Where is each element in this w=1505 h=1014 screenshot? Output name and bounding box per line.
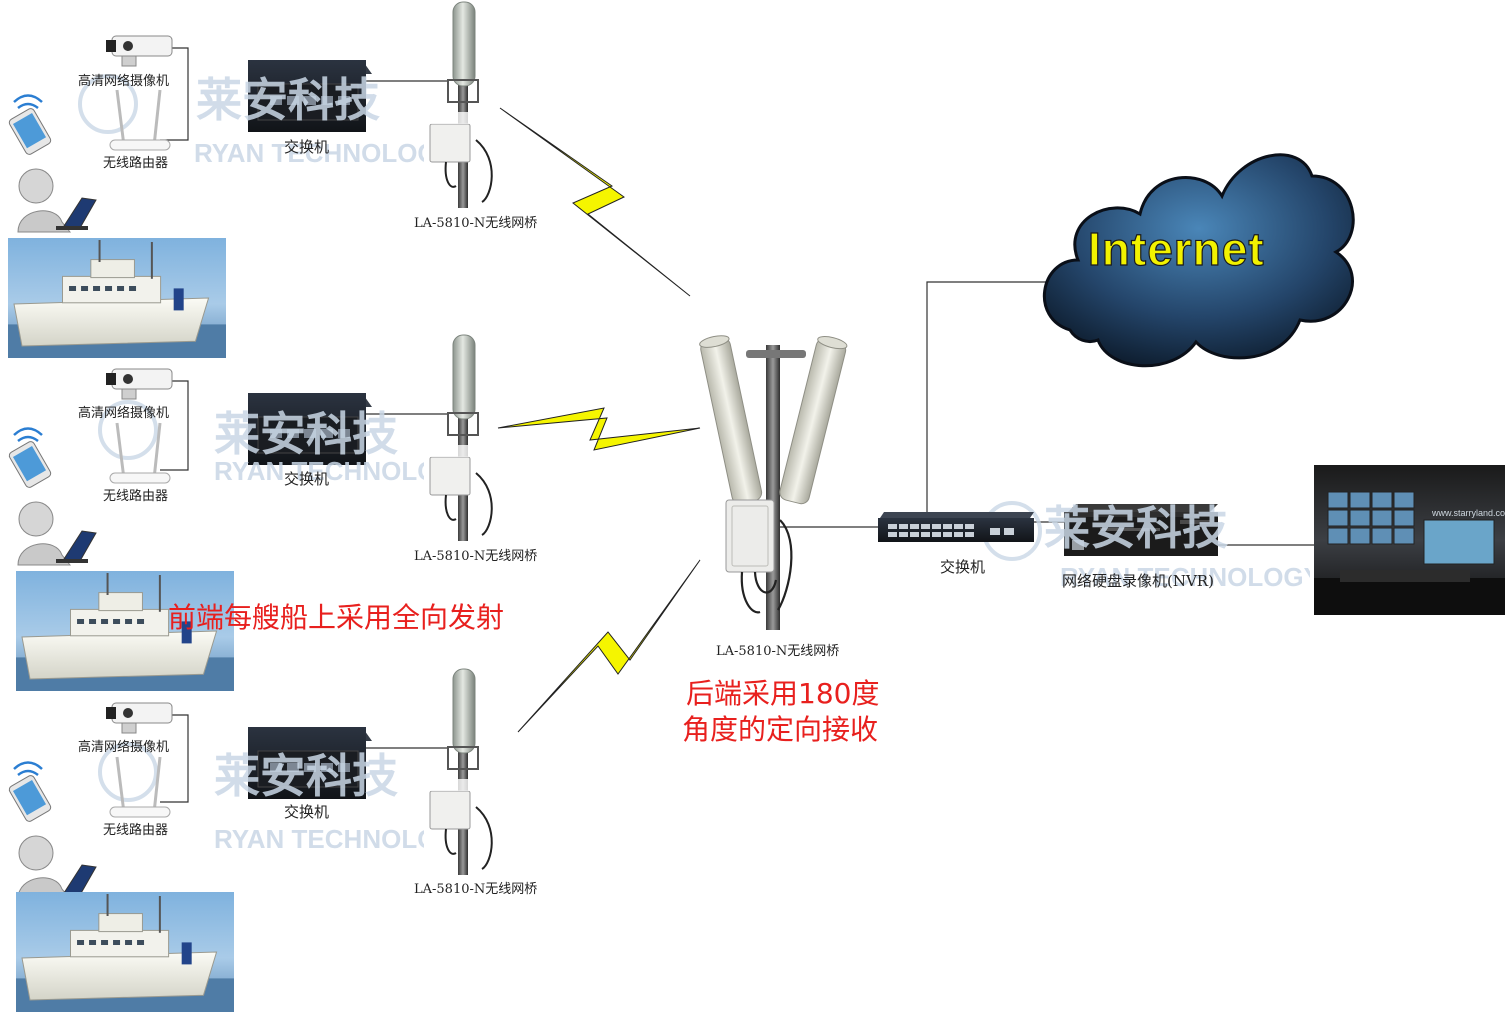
laptop-user-icon bbox=[17, 835, 97, 900]
front-end-note: 前端每艘船上采用全向发射 bbox=[168, 601, 505, 634]
router-icon bbox=[109, 89, 171, 151]
wifi-signal-icon bbox=[17, 435, 39, 443]
camera-icon bbox=[106, 368, 173, 400]
lightning-bolt-1 bbox=[499, 107, 691, 297]
switch-to-internet-line bbox=[926, 281, 1050, 512]
backend-switch-label: 交换机 bbox=[940, 558, 986, 576]
watermark-text: 莱安科技 bbox=[1044, 502, 1228, 554]
smartphone-icon bbox=[8, 108, 52, 155]
switch-label-1: 交换机 bbox=[284, 138, 330, 156]
front-end-node-1 bbox=[8, 1, 493, 233]
nvr-icon bbox=[1064, 504, 1218, 556]
internet-cloud-icon bbox=[1042, 153, 1355, 368]
lightning-bolt-2 bbox=[497, 407, 701, 451]
wireless-links bbox=[497, 107, 701, 733]
switch-label-3: 交换机 bbox=[284, 803, 330, 821]
watermark-text: 莱安科技 bbox=[214, 408, 398, 460]
smartphone-icon bbox=[8, 775, 52, 822]
front-end-node-2 bbox=[8, 334, 493, 566]
nvr-label: 网络硬盘录像机(NVR) bbox=[1062, 572, 1214, 590]
front-end-node-3 bbox=[8, 668, 493, 900]
switch-icon bbox=[248, 60, 372, 132]
backend-bridge-icon bbox=[699, 335, 848, 630]
connection-lines bbox=[160, 47, 1315, 803]
watermark-text: RYAN TECHNOLOGY bbox=[214, 824, 424, 854]
laptop-user-icon bbox=[17, 168, 97, 233]
bridge-label-3: LA-5810-N无线网桥 bbox=[414, 882, 538, 897]
monitor-url-text: www.starryland.com.cn bbox=[1432, 508, 1505, 518]
router-icon bbox=[109, 756, 171, 818]
laptop-user-icon bbox=[17, 501, 97, 566]
watermark-text: 莱安科技 bbox=[196, 74, 380, 126]
watermark-text: 莱安科技 bbox=[214, 750, 398, 802]
wifi-signal-icon bbox=[17, 102, 39, 110]
back-end-note-line-1: 后端采用180度 bbox=[686, 677, 880, 710]
camera-to-switch-line-1 bbox=[160, 47, 189, 141]
ship-photo-3 bbox=[16, 892, 234, 1012]
watermark-text: RYAN TECHNOLOGY bbox=[1060, 562, 1310, 592]
switch-label-2: 交换机 bbox=[284, 470, 330, 488]
router-label-2: 无线路由器 bbox=[103, 489, 169, 504]
watermark-logo bbox=[98, 400, 158, 460]
bridge-icon bbox=[424, 668, 493, 875]
monitoring-center-photo bbox=[1314, 465, 1505, 615]
watermarks bbox=[78, 74, 1042, 802]
camera-to-switch-line-3 bbox=[160, 714, 189, 803]
lightning-bolt-3 bbox=[517, 559, 701, 733]
internet-label: Internet bbox=[1087, 222, 1265, 275]
camera-label-1: 高清网络摄像机 bbox=[78, 74, 170, 89]
ship-photo-2 bbox=[16, 571, 234, 691]
camera-label-3: 高清网络摄像机 bbox=[78, 740, 170, 755]
router-label-3: 无线路由器 bbox=[103, 823, 169, 838]
bridge-label-1: LA-5810-N无线网桥 bbox=[414, 216, 538, 231]
backend-bridge-label: LA-5810-N无线网桥 bbox=[716, 644, 840, 659]
ship-photos bbox=[8, 238, 234, 1012]
bridge-icon bbox=[424, 334, 493, 541]
camera-to-switch-line-2 bbox=[160, 380, 189, 471]
switch-icon bbox=[248, 393, 372, 465]
router-icon bbox=[109, 422, 171, 484]
switch-icon bbox=[248, 727, 372, 799]
backend-switch-icon bbox=[878, 512, 1034, 542]
bridge-icon bbox=[424, 1, 493, 208]
watermark-text: RYAN TECHNOLOGY bbox=[194, 138, 424, 168]
watermark-text: RYAN TECHNOLOGY bbox=[214, 456, 424, 486]
camera-icon bbox=[106, 702, 173, 734]
camera-icon bbox=[106, 35, 173, 67]
camera-label-2: 高清网络摄像机 bbox=[78, 406, 170, 421]
router-label-1: 无线路由器 bbox=[103, 156, 169, 171]
ship-photo-1 bbox=[8, 238, 226, 358]
bridge-label-2: LA-5810-N无线网桥 bbox=[414, 549, 538, 564]
watermark-logo bbox=[98, 742, 158, 802]
smartphone-icon bbox=[8, 441, 52, 488]
wifi-signal-icon bbox=[17, 769, 39, 777]
back-end-note-line-2: 角度的定向接收 bbox=[682, 713, 879, 746]
watermark-logo bbox=[78, 74, 138, 134]
